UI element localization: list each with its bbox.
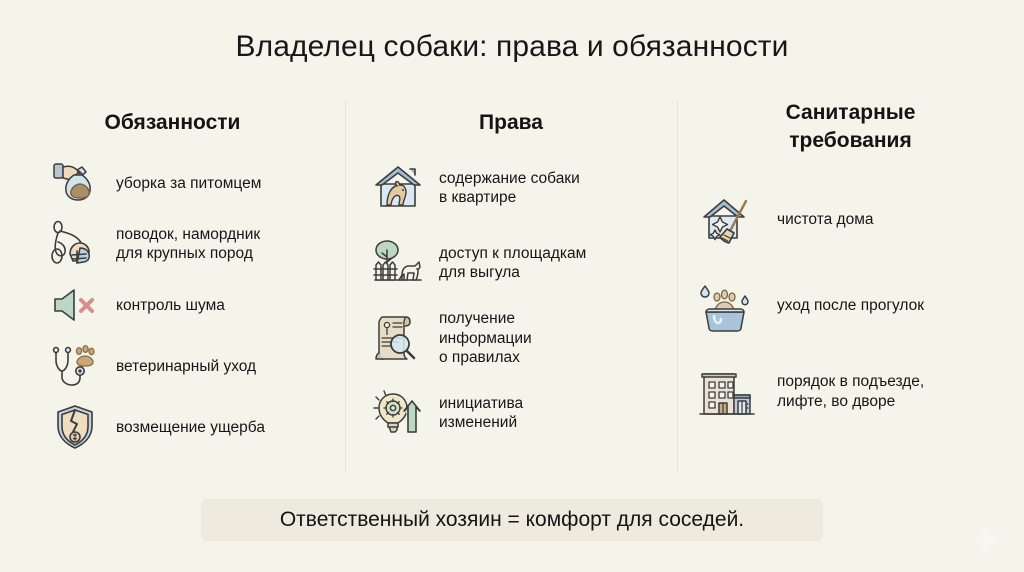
column-duties: Обязанности — [0, 95, 345, 480]
page-title: Владелец собаки: права и обязанности — [235, 30, 789, 63]
list-item: уход после прогулок — [693, 263, 1024, 349]
list-item-label: содержание собаки в квартире — [439, 169, 580, 207]
list-item: возмещение ущерба — [46, 397, 345, 458]
rights-list: содержание собаки в квартире — [345, 151, 677, 451]
columns-container: Обязанности — [0, 95, 1024, 480]
column-heading-rights: Права — [479, 111, 543, 134]
sanitary-list: чистота дома — [677, 177, 1024, 435]
column-heading-duties: Обязанности — [104, 111, 241, 134]
scroll-magnifier-icon — [369, 309, 427, 367]
list-item-label: контроль шума — [116, 296, 225, 314]
house-dog-icon — [369, 159, 427, 217]
list-item: инициатива изменений — [369, 376, 677, 451]
watermark-icon — [964, 518, 1008, 562]
column-heading-sanitary: Санитарные требования — [785, 101, 916, 152]
column-sanitary: Санитарные требования — [677, 95, 1024, 480]
leash-muzzle-icon — [46, 215, 104, 273]
column-divider-1 — [345, 101, 346, 473]
lightbulb-arrow-icon — [369, 384, 427, 442]
list-item-label: чистота дома — [777, 210, 874, 228]
paw-basin-icon — [693, 273, 759, 339]
hand-waste-bag-icon — [46, 154, 104, 212]
list-item-label: инициатива изменений — [439, 394, 524, 432]
list-item-label: возмещение ущерба — [116, 418, 265, 436]
shield-damage-icon — [46, 398, 104, 456]
footer-banner: Ответственный хозяин = комфорт для сосед… — [201, 499, 823, 541]
list-item: уборка за питомцем — [46, 153, 345, 214]
stethoscope-paw-icon — [46, 337, 104, 395]
list-item-label: доступ к площадкам для выгула — [439, 244, 587, 282]
speaker-mute-icon — [46, 276, 104, 334]
list-item: поводок, намордник для крупных пород — [46, 214, 345, 275]
list-item: содержание собаки в квартире — [369, 151, 677, 226]
list-item: контроль шума — [46, 275, 345, 336]
list-item-label: ветеринарный уход — [116, 357, 257, 375]
footer-text: Ответственный хозяин = комфорт для сосед… — [279, 508, 745, 531]
list-item-label: получение информации о правилах — [439, 309, 532, 367]
column-rights: Права — [345, 95, 677, 480]
list-item-label: уход после прогулок — [777, 296, 925, 314]
list-item: порядок в подъезде, лифте, во дворе — [693, 349, 1024, 435]
duties-list: уборка за питомцем — [0, 153, 345, 458]
list-item: получение информации о правилах — [369, 301, 677, 376]
column-divider-2 — [677, 101, 678, 473]
tree-fence-dog-icon — [369, 234, 427, 292]
house-broom-icon — [693, 187, 759, 253]
list-item-label: поводок, намордник для крупных пород — [116, 225, 261, 263]
list-item-label: порядок в подъезде, лифте, во дворе — [777, 373, 925, 410]
list-item: чистота дома — [693, 177, 1024, 263]
list-item: ветеринарный уход — [46, 336, 345, 397]
building-elevator-icon — [693, 359, 759, 425]
list-item-label: уборка за питомцем — [116, 174, 262, 192]
list-item: доступ к площадкам для выгула — [369, 226, 677, 301]
